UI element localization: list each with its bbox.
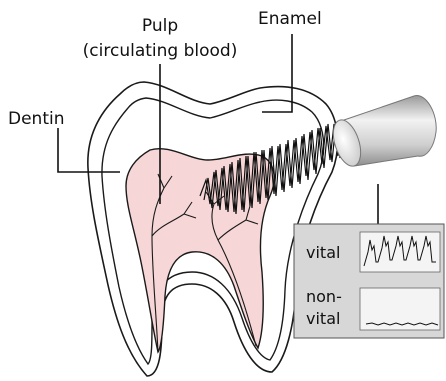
probe <box>328 96 436 170</box>
pulp-label: Pulp <box>142 16 178 36</box>
signal-graph-panel: vital non- vital <box>294 224 444 338</box>
nonvital-label-line1: non- <box>306 287 342 306</box>
vital-trace-box <box>360 232 440 272</box>
enamel-label: Enamel <box>258 9 322 29</box>
nonvital-trace-box <box>360 288 440 330</box>
vital-label: vital <box>306 243 340 262</box>
pulp-sublabel: (circulating blood) <box>83 41 238 61</box>
dentin-label: Dentin <box>8 109 65 129</box>
nonvital-label-line2: vital <box>306 309 340 328</box>
